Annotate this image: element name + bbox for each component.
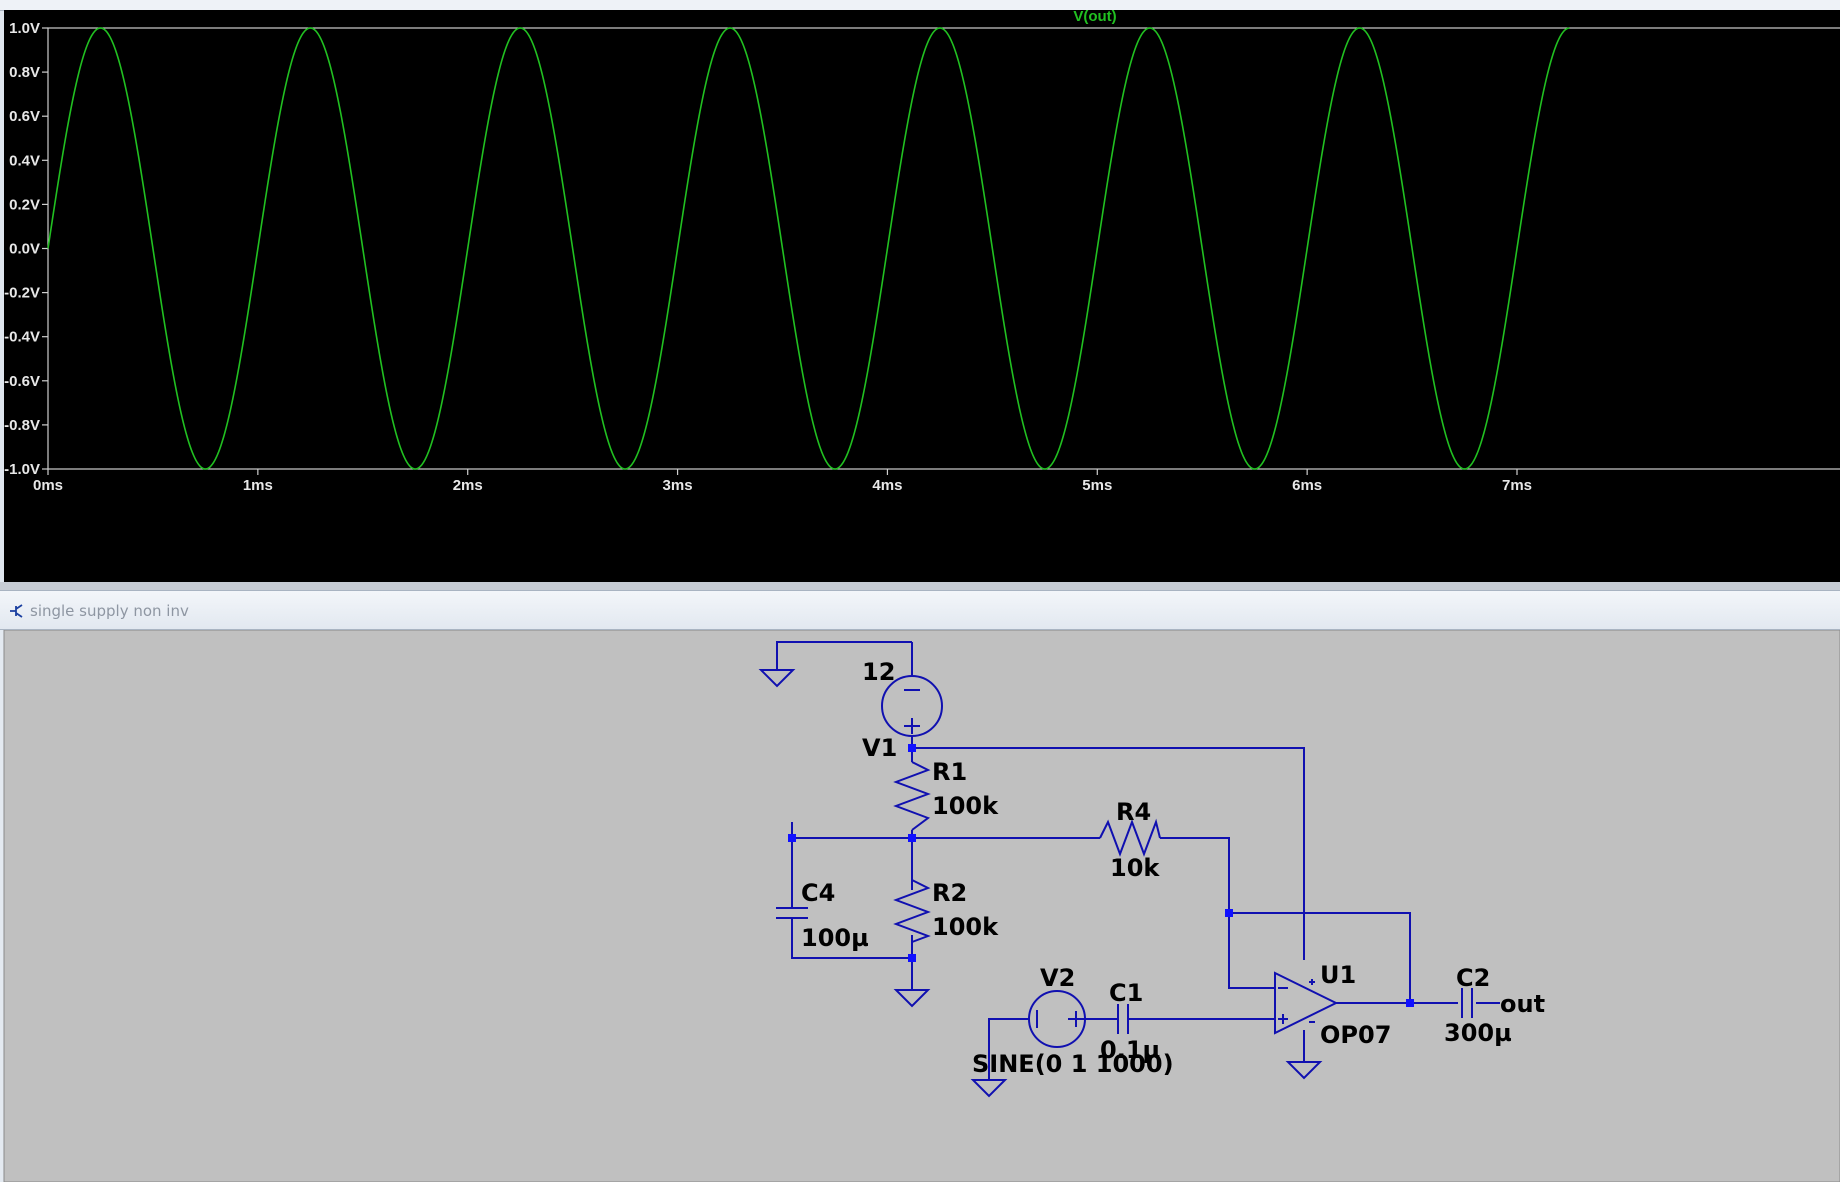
schematic-title: single supply non inv [30, 602, 189, 620]
schematic-canvas[interactable]: 12 V1 R1 100k R4 10k R2 100k C4 100µ V2 … [0, 630, 1840, 1182]
r1-value: 100k [932, 792, 999, 820]
x-tick-label: 7ms [1502, 477, 1532, 494]
y-tick-label: -0.8V [4, 417, 40, 434]
y-tick-label: -1.0V [4, 461, 40, 478]
x-tick-label: 0ms [33, 477, 63, 494]
x-tick-label: 5ms [1082, 477, 1112, 494]
c2-symbol[interactable] [1461, 988, 1473, 1018]
ground-symbol [1285, 1061, 1323, 1080]
x-tick-label: 4ms [872, 477, 902, 494]
c2-name: C2 [1456, 964, 1490, 992]
u1-value: OP07 [1320, 1021, 1391, 1049]
r2-value: 100k [932, 913, 999, 941]
wires [776, 641, 1500, 1080]
v1-name: V1 [862, 734, 897, 762]
v2-value: SINE(0 1 1000) [972, 1050, 1174, 1078]
waveform-plot[interactable]: 1.0V 0.8V 0.6V 0.4V 0.2V 0.0V -0.2V -0.4V -0.6V -… [0, 10, 1840, 582]
schematic-background [3, 630, 1840, 1182]
ground-symbol [970, 1079, 1008, 1098]
c2-value: 300µ [1444, 1019, 1512, 1047]
y-tick-label: -0.6V [4, 373, 40, 390]
trace-label[interactable]: V(out) [1073, 10, 1116, 25]
c1-value: 0.1µ [1100, 1036, 1160, 1064]
schematic-titlebar[interactable]: single supply non inv [0, 590, 1840, 630]
r4-value: 10k [1110, 854, 1160, 882]
y-tick-label: 1.0V [9, 20, 40, 37]
c4-name: C4 [801, 879, 835, 907]
r4-name: R4 [1116, 798, 1151, 826]
c1-symbol[interactable] [1117, 1004, 1129, 1034]
schematic-icon [10, 604, 23, 618]
waveform-window: 1.0V 0.8V 0.6V 0.4V 0.2V 0.0V -0.2V -0.4V -0.6V -… [0, 0, 1840, 582]
x-tick-label: 3ms [663, 477, 693, 494]
v1-value: 12 [862, 658, 895, 686]
y-tick-label: 0.6V [9, 108, 40, 125]
c1-name: C1 [1109, 979, 1143, 1007]
v2-symbol[interactable] [1028, 990, 1086, 1048]
y-tick-label: 0.8V [9, 64, 40, 81]
v2-name: V2 [1040, 964, 1075, 992]
net-label-out: out [1500, 990, 1545, 1018]
c4-symbol[interactable] [776, 907, 808, 919]
r1-name: R1 [932, 758, 967, 786]
x-tick-label: 1ms [243, 477, 273, 494]
r4-symbol[interactable] [1099, 818, 1161, 857]
u1-name: U1 [1320, 961, 1356, 989]
schematic-window: single supply non inv [0, 590, 1840, 1182]
r2-name: R2 [932, 879, 967, 907]
y-tick-label: 0.2V [9, 196, 40, 213]
y-tick-label: -0.4V [4, 329, 40, 346]
x-tick-label: 6ms [1292, 477, 1322, 494]
c4-value: 100µ [801, 924, 869, 952]
x-tick-label: 2ms [453, 477, 483, 494]
plot-pane[interactable] [4, 10, 1840, 582]
y-tick-label: -0.2V [4, 285, 40, 302]
y-tick-label: 0.4V [9, 152, 40, 169]
ground-symbol [893, 989, 931, 1008]
r1-symbol[interactable] [893, 761, 931, 831]
junctions [788, 744, 1414, 1007]
r2-symbol[interactable] [893, 879, 931, 943]
u1-opamp-symbol[interactable] [1274, 971, 1339, 1035]
v1-symbol[interactable] [881, 675, 943, 748]
y-tick-label: 0.0V [9, 241, 40, 258]
vout-trace[interactable] [47, 27, 1570, 470]
ground-symbol [758, 669, 796, 688]
